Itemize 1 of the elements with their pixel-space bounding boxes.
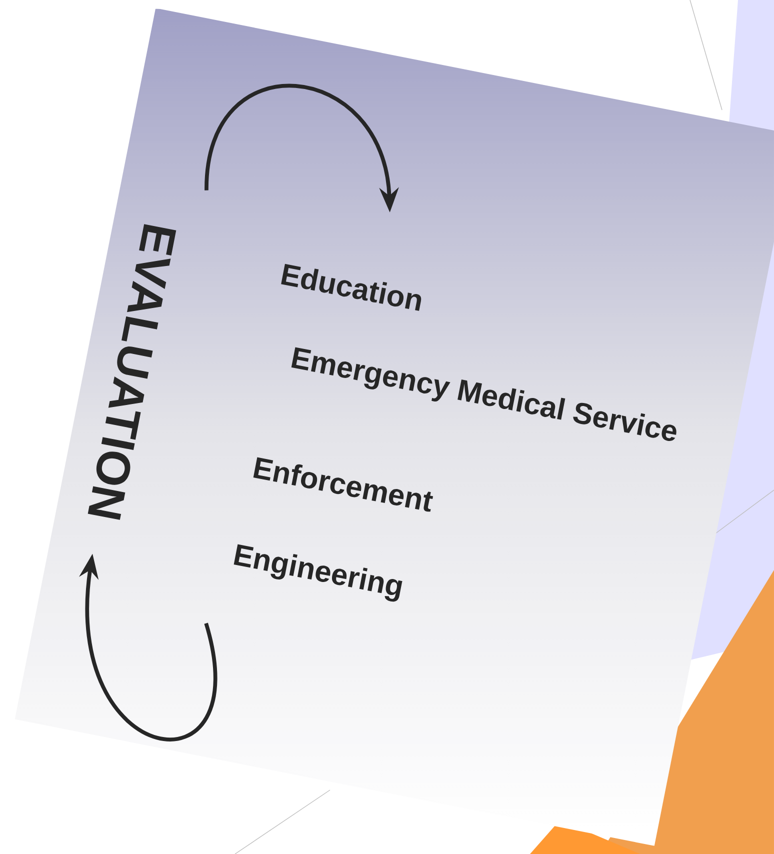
item-label: Education	[281, 264, 422, 311]
